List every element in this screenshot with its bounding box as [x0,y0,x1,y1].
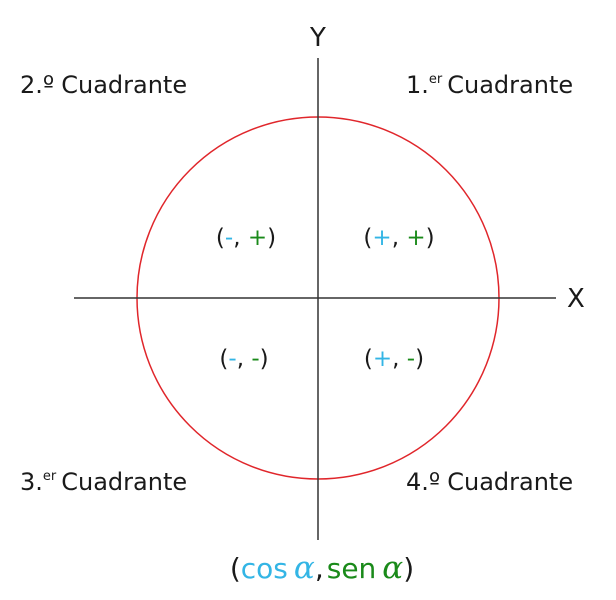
caption-cos: cos [241,552,288,585]
cos-sign: - [228,346,236,372]
sen-sign: - [407,346,415,372]
sen-sign: - [251,346,259,372]
caption-sen-alpha: α [382,550,403,586]
sen-sign: + [248,225,267,251]
cos-sign: - [225,225,233,251]
x-axis-label: X [567,284,585,314]
y-axis-label: Y [309,23,326,53]
cos-sign: + [372,225,391,251]
quadrant-4-signs: (+, -) [364,346,424,372]
quadrant-2-signs: (-, +) [216,225,276,251]
sen-sign: + [406,225,425,251]
quadrant-1-signs: (+, +) [363,225,434,251]
quadrant-3-signs: (-, -) [219,346,268,372]
cos-sign: + [373,346,392,372]
caption-sen: sen [327,552,377,585]
caption-cos-alpha: α [294,550,315,586]
